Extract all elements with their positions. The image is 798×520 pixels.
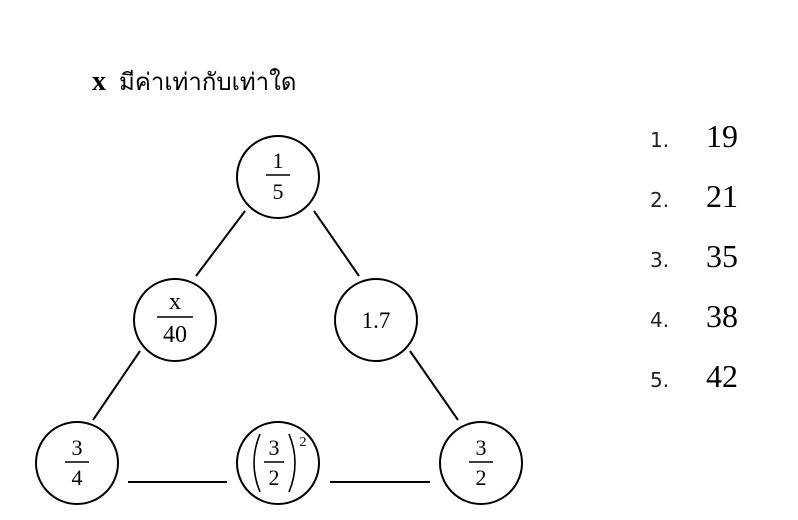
node-bottom-left: 3 4 <box>35 421 119 505</box>
node-bottom-right: 3 2 <box>439 421 523 505</box>
node-top-numerator: 1 <box>273 148 284 173</box>
choice-value: 35 <box>706 238 738 274</box>
node-top: 1 5 <box>236 135 320 219</box>
question: x มีค่าเท่ากับเท่าใด <box>92 62 296 101</box>
choice-value: 21 <box>706 178 738 214</box>
node-bottom-left-circle <box>35 421 119 505</box>
question-variable: x <box>92 66 106 97</box>
choice-3[interactable]: 3. 35 <box>650 238 780 298</box>
choice-number: 4. <box>650 308 670 332</box>
node-middle-right-value: 1.7 <box>362 308 391 333</box>
node-bottom-mid: 3 2 2 <box>236 421 320 505</box>
choice-5[interactable]: 5. 42 <box>650 358 780 418</box>
node-bottom-left-denominator: 4 <box>72 465 83 490</box>
node-bottom-right-numerator: 3 <box>476 435 487 460</box>
node-middle-left-circle <box>133 278 217 362</box>
choice-number: 2. <box>650 188 670 212</box>
node-middle-right-circle <box>334 278 418 362</box>
node-bottom-mid-numerator: 3 <box>269 435 280 460</box>
node-bottom-right-denominator: 2 <box>476 465 487 490</box>
node-top-circle <box>236 135 320 219</box>
edge-top-to-middle-left <box>195 210 246 277</box>
choice-number: 5. <box>650 368 670 392</box>
question-text: มีค่าเท่ากับเท่าใด <box>119 68 297 96</box>
choice-value: 19 <box>706 118 738 154</box>
choice-1[interactable]: 1. 19 <box>650 118 780 178</box>
choice-number: 3. <box>650 248 670 272</box>
node-top-denominator: 5 <box>273 179 284 204</box>
node-bottom-mid-right-paren <box>288 433 296 493</box>
choice-2[interactable]: 2. 21 <box>650 178 780 238</box>
edge-top-to-middle-right <box>313 210 360 277</box>
choice-value: 42 <box>706 358 738 394</box>
answer-choices: 1. 19 2. 21 3. 35 4. 38 5. 42 <box>650 118 780 418</box>
choice-4[interactable]: 4. 38 <box>650 298 780 358</box>
node-bottom-left-numerator: 3 <box>72 435 83 460</box>
node-bottom-mid-denominator: 2 <box>269 465 280 490</box>
node-bottom-right-circle <box>439 421 523 505</box>
choice-number: 1. <box>650 128 670 152</box>
node-bottom-mid-exponent: 2 <box>300 435 307 450</box>
node-middle-left-numerator: x <box>169 289 181 315</box>
choice-value: 38 <box>706 298 738 334</box>
edge-middle-right-to-bottom-right <box>409 350 459 421</box>
node-middle-right: 1.7 <box>334 278 418 362</box>
edge-middle-left-to-bottom-left <box>92 350 141 421</box>
node-middle-left-denominator: 40 <box>163 322 187 348</box>
node-middle-left: x 40 <box>133 278 217 362</box>
node-bottom-mid-left-paren <box>253 433 261 493</box>
